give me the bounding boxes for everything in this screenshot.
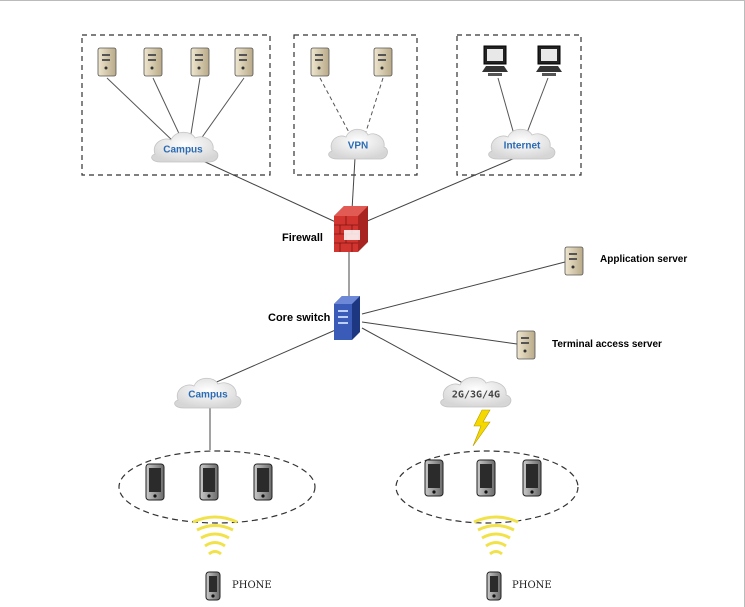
application-server-label: Application server [600,254,688,265]
cloud-icon [328,128,388,160]
terminal-access-server-label: Terminal access server [552,339,662,350]
pc-icon [482,45,508,76]
cloud-icon [151,131,219,163]
smartphone-icon [205,571,221,601]
vpn-group-box [293,34,418,176]
cloud-label-internet: Internet [503,140,541,152]
device-group-right [395,450,579,524]
server-icon [310,47,330,77]
cloud-icon [488,128,556,160]
cloud-label-vpn: VPN [347,140,369,152]
cloud-label-cellular: 2G/3G/4G [451,389,501,401]
wifi-signal-icon [192,515,238,556]
smartphone-icon [145,463,165,501]
pc-icon [536,45,562,76]
phone-label-right: PHONE [512,580,552,591]
cloud-label-campus-bottom: Campus [188,389,228,401]
server-icon [190,47,210,77]
cloud-icon [174,377,242,409]
internet-group-box [456,34,582,176]
device-group-left [118,450,316,524]
server-icon [373,47,393,77]
wifi-signal-icon [473,515,519,556]
campus-group-box [81,34,271,176]
firewall-label: Firewall [282,232,323,244]
smartphone-icon [253,463,273,501]
smartphone-icon [424,459,444,497]
server-icon [516,330,536,360]
server-icon [564,246,584,276]
lightning-icon [472,409,491,447]
cloud-icon [440,376,512,408]
smartphone-icon [486,571,502,601]
cloud-label-campus-top: Campus [163,144,203,156]
core-switch-label: Core switch [268,312,331,324]
smartphone-icon [476,459,496,497]
phone-label-left: PHONE [232,580,272,591]
server-icon [97,47,117,77]
smartphone-icon [199,463,219,501]
server-icon [143,47,163,77]
smartphone-icon [522,459,542,497]
switch-icon [334,296,360,340]
firewall-icon [334,206,368,252]
server-icon [234,47,254,77]
